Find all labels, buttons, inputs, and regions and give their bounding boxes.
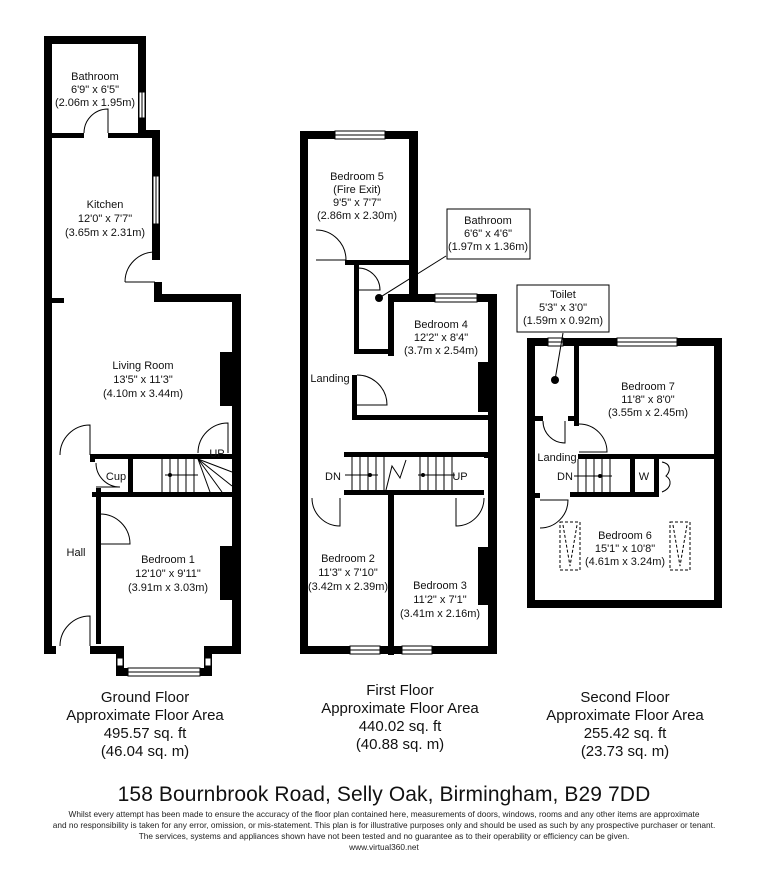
room-name: Kitchen — [87, 199, 124, 211]
wardrobe-label: W — [639, 471, 650, 483]
svg-text:(2.86m x 2.30m): (2.86m x 2.30m) — [317, 210, 397, 222]
floor-subtitle: Approximate Floor Area — [66, 707, 224, 724]
disclaimer-line: Whilst every attempt has been made to en… — [68, 809, 700, 819]
disclaimer-line: The services, systems and appliances sho… — [138, 831, 630, 841]
svg-text:5'3" x 3'0": 5'3" x 3'0" — [539, 302, 587, 314]
svg-text:12'0" x 7'7": 12'0" x 7'7" — [78, 213, 132, 225]
bathroom-door — [83, 108, 109, 134]
floor-title: Second Floor — [580, 689, 670, 706]
kitchen-back-door — [124, 251, 156, 283]
floor-area-sqm: (40.88 sq. m) — [355, 736, 445, 753]
hall-living-door — [59, 424, 91, 456]
room-name: Toilet — [550, 289, 576, 301]
disclaimer: Whilst every attempt has been made to en… — [0, 809, 768, 853]
svg-text:(3.55m x 2.45m): (3.55m x 2.45m) — [608, 407, 688, 419]
svg-text:13'5" x 11'3": 13'5" x 11'3" — [113, 374, 173, 386]
cup-door — [95, 462, 121, 488]
bathroom-label-box — [446, 208, 531, 260]
landing-label: Landing — [537, 452, 576, 464]
room-name: Bathroom — [71, 71, 119, 83]
svg-text:(4.10m x 3.44m): (4.10m x 3.44m) — [103, 388, 183, 400]
floor-area-sqft: 255.42 sq. ft — [583, 725, 667, 742]
second-floor-plan: Toilet 5'3" x 3'0" (1.59m x 0.92m) Bedro… — [516, 284, 722, 608]
floor-subtitle: Approximate Floor Area — [321, 700, 479, 717]
svg-text:9'5" x 7'7": 9'5" x 7'7" — [333, 197, 381, 209]
svg-text:15'1" x 10'8": 15'1" x 10'8" — [595, 543, 655, 555]
stairs-down-label: DN — [557, 471, 573, 483]
svg-text:(1.59m x 0.92m): (1.59m x 0.92m) — [523, 315, 603, 327]
floor-area-sqft: 495.57 sq. ft — [103, 725, 187, 742]
svg-text:11'3" x 7'10": 11'3" x 7'10" — [318, 567, 378, 579]
first-staircase — [345, 457, 455, 491]
svg-text:(4.61m x 3.24m): (4.61m x 3.24m) — [585, 556, 665, 568]
property-address: 158 Bournbrook Road, Selly Oak, Birmingh… — [117, 783, 651, 806]
svg-text:12'10" x 9'11": 12'10" x 9'11" — [135, 568, 201, 580]
hall-label: Hall — [67, 547, 86, 559]
svg-text:(Fire Exit): (Fire Exit) — [333, 184, 381, 196]
svg-text:(3.65m x 2.31m): (3.65m x 2.31m) — [65, 227, 145, 239]
bedroom3-door — [455, 497, 485, 527]
room-name: Bedroom 5 — [330, 171, 384, 183]
landing-label: Landing — [310, 373, 349, 385]
room-name: Bedroom 6 — [598, 530, 652, 542]
svg-text:(3.7m x 2.54m): (3.7m x 2.54m) — [404, 345, 478, 357]
velux-window-left — [559, 521, 581, 571]
website-link[interactable]: www.virtual360.net — [349, 842, 419, 852]
room-name: Bedroom 7 — [621, 381, 675, 393]
svg-text:(2.06m x 1.95m): (2.06m x 1.95m) — [55, 97, 135, 109]
floor-area-sqft: 440.02 sq. ft — [358, 718, 442, 735]
bedroom7-door — [578, 423, 608, 453]
room-name: Bedroom 2 — [321, 553, 375, 565]
ground-floor-caption: Ground Floor Approximate Floor Area 495.… — [40, 689, 250, 761]
svg-text:(3.91m x 3.03m): (3.91m x 3.03m) — [128, 582, 208, 594]
second-floor-caption: Second Floor Approximate Floor Area 255.… — [520, 689, 730, 761]
room-name: Bedroom 1 — [141, 554, 195, 566]
svg-text:6'9" x 6'5": 6'9" x 6'5" — [71, 84, 119, 96]
stair-door — [197, 422, 229, 454]
svg-text:(1.97m x 1.36m): (1.97m x 1.36m) — [448, 241, 528, 253]
ground-floor-plan: Bathroom 6'9" x 6'5" (2.06m x 1.95m) Kit… — [44, 36, 241, 677]
ground-staircase — [161, 458, 233, 493]
svg-text:Bathroom: Bathroom — [71, 71, 119, 83]
second-staircase — [574, 459, 612, 492]
svg-text:6'6" x 4'6": 6'6" x 4'6" — [464, 228, 512, 240]
bedroom2-door — [311, 497, 341, 527]
bedroom4-door — [356, 374, 388, 406]
svg-text:11'8" x 8'0": 11'8" x 8'0" — [621, 394, 674, 406]
floor-area-sqm: (46.04 sq. m) — [100, 743, 190, 760]
front-door — [59, 615, 91, 647]
svg-text:(3.41m x 2.16m): (3.41m x 2.16m) — [400, 608, 480, 620]
wardrobe-doors — [661, 461, 671, 493]
velux-window-right — [669, 521, 691, 571]
room-name: Bedroom 3 — [413, 580, 467, 592]
bedroom1-door — [99, 513, 131, 545]
floor-subtitle: Approximate Floor Area — [546, 707, 704, 724]
first-floor-caption: First Floor Approximate Floor Area 440.0… — [295, 682, 505, 754]
cup-label: Cup — [106, 471, 126, 483]
floor-area-sqm: (23.73 sq. m) — [580, 743, 670, 760]
floor-title: Ground Floor — [100, 689, 190, 706]
svg-text:11'2" x 7'1": 11'2" x 7'1" — [413, 594, 466, 606]
svg-text:(3.42m x 2.39m): (3.42m x 2.39m) — [308, 581, 388, 593]
disclaimer-line: and no responsibility is taken for any e… — [52, 820, 716, 830]
bedroom5-door — [315, 229, 347, 261]
first-floor-plan: Bedroom 5 (Fire Exit) 9'5" x 7'7" (2.86m… — [300, 130, 531, 655]
room-name: Bathroom — [464, 215, 512, 227]
toilet-label-box — [516, 284, 610, 333]
svg-text:12'2" x 8'4": 12'2" x 8'4" — [414, 332, 468, 344]
room-name: Living Room — [112, 360, 173, 372]
stairs-down-label: DN — [325, 471, 341, 483]
room-name: Bedroom 4 — [414, 319, 468, 331]
toilet-door — [542, 420, 566, 444]
stairs-up-label: UP — [452, 471, 467, 483]
stairs-up-label: UP — [209, 448, 224, 460]
bedroom6-door — [539, 499, 569, 529]
first-bathroom-door — [357, 267, 381, 291]
floor-title: First Floor — [366, 682, 434, 699]
